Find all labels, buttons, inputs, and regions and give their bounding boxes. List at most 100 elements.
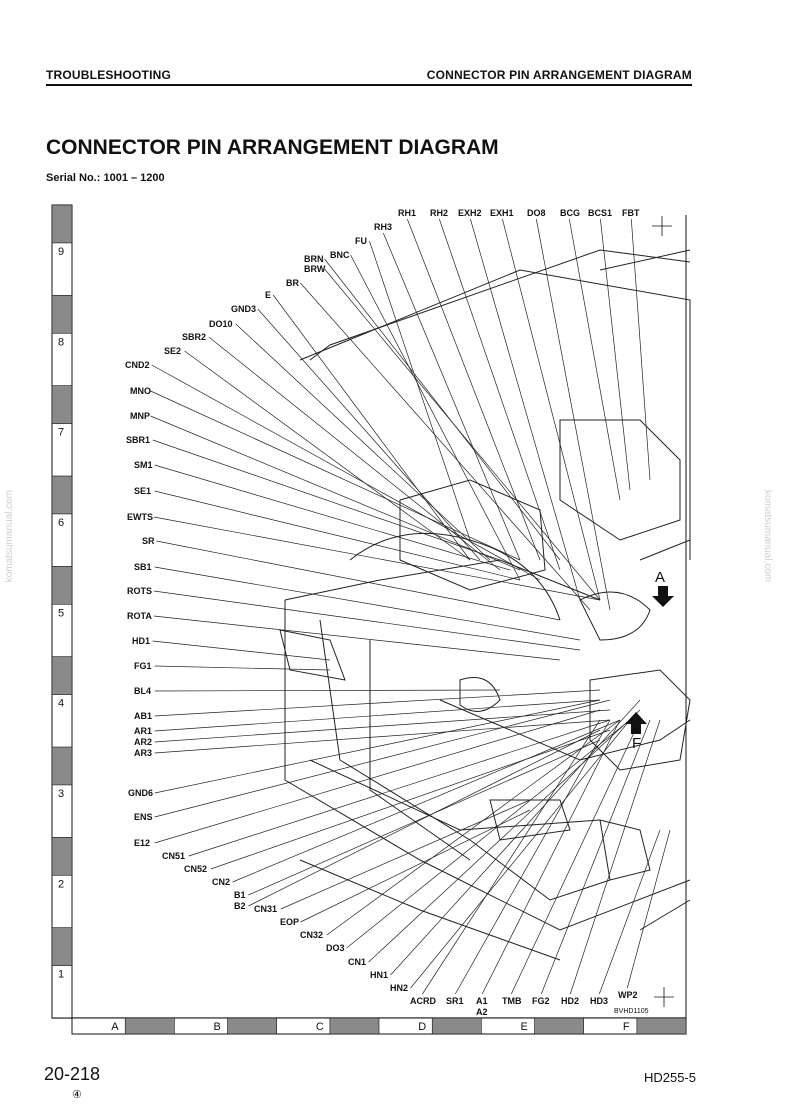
view-marker-f: F <box>632 735 641 752</box>
leader-line <box>406 218 541 561</box>
connector-label-ar3: AR3 <box>134 748 152 758</box>
connector-label-cn52: CN52 <box>184 864 207 874</box>
model-number: HD255-5 <box>643 1070 696 1085</box>
leader-line <box>153 516 601 601</box>
connector-label-do10: DO10 <box>209 319 233 329</box>
connector-label-ab1: AB1 <box>134 711 152 721</box>
row-ruler-shade <box>51 837 73 876</box>
leader-line <box>300 282 591 611</box>
outline-stroke <box>309 249 691 361</box>
leader-line <box>188 719 611 857</box>
connector-label-ar2: AR2 <box>134 737 152 747</box>
col-label-B: B <box>214 1021 221 1033</box>
outline-stroke <box>599 249 691 271</box>
leader-line <box>510 719 641 995</box>
connector-label-gnd3: GND3 <box>231 304 256 314</box>
topic-header: CONNECTOR PIN ARRANGEMENT DIAGRAM <box>426 68 692 82</box>
outline-stroke <box>639 539 691 561</box>
connector-label-fu: FU <box>355 236 367 246</box>
leader-line <box>630 218 651 481</box>
watermark-right: komatsumanual.com <box>762 490 773 583</box>
page-number: 20-218 <box>44 1064 101 1084</box>
leader-line <box>154 699 601 794</box>
connector-label-fg1: FG1 <box>134 661 152 671</box>
connector-label-bcs1: BCS1 <box>588 208 612 218</box>
connector-label-cn51: CN51 <box>162 851 185 861</box>
connector-label-hd2: HD2 <box>561 996 579 1006</box>
col-label-F: F <box>623 1021 630 1033</box>
connector-label-rh1: RH1 <box>398 208 416 218</box>
connector-label-a1: A1 <box>476 996 488 1006</box>
row-ruler-shade <box>51 746 73 786</box>
row-label-3: 3 <box>58 788 64 800</box>
col-ruler-shade <box>227 1017 277 1035</box>
leader-line <box>156 540 561 621</box>
connector-label-b2: B2 <box>234 901 246 911</box>
leader-lines-bottom <box>422 719 671 995</box>
leader-line <box>184 350 471 561</box>
connector-label-sm1: SM1 <box>134 460 153 470</box>
outline-stroke <box>309 759 601 831</box>
connector-label-bcg: BCG <box>560 208 580 218</box>
outline-stroke <box>399 479 546 591</box>
leader-line <box>422 719 601 995</box>
leader-line <box>382 232 521 561</box>
leader-line <box>154 699 601 732</box>
connector-label-hn1: HN1 <box>370 970 388 980</box>
connector-label-ewts: EWTS <box>127 512 153 522</box>
leader-line <box>470 218 581 601</box>
outline-stroke <box>489 799 571 841</box>
leader-line <box>248 729 601 907</box>
figure-code: BVHD1105 <box>614 1008 649 1015</box>
leader-line <box>154 689 501 692</box>
row-label-8: 8 <box>58 336 64 348</box>
leader-line <box>154 665 331 671</box>
col-label-E: E <box>521 1021 528 1033</box>
leader-line <box>152 640 331 661</box>
outline-stroke <box>284 600 691 931</box>
row-ruler-shade <box>51 204 73 244</box>
leader-line <box>481 719 621 995</box>
leader-line <box>390 699 641 976</box>
connector-label-mno: MNO <box>130 386 151 396</box>
connector-label-rh2: RH2 <box>430 208 448 218</box>
col-label-A: A <box>111 1021 119 1033</box>
leader-line <box>154 490 521 581</box>
connector-label-exh2: EXH2 <box>458 208 482 218</box>
connector-label-wp2: WP2 <box>618 990 638 1000</box>
leader-line <box>324 258 561 561</box>
leader-line <box>151 364 541 581</box>
leader-line <box>152 439 501 561</box>
connector-label-se1: SE1 <box>134 486 151 496</box>
leader-line <box>154 709 611 743</box>
outline-stroke <box>439 699 691 761</box>
connector-label-bl4: BL4 <box>134 686 151 696</box>
row-label-9: 9 <box>58 246 64 258</box>
leader-line <box>153 615 561 661</box>
connector-label-hd1: HD1 <box>132 636 150 646</box>
leader-line <box>368 709 641 963</box>
leader-line <box>540 719 651 995</box>
row-ruler-shade <box>51 295 73 334</box>
connector-label-cn32: CN32 <box>300 930 323 940</box>
connector-label-ar1: AR1 <box>134 726 152 736</box>
leader-line <box>153 590 581 651</box>
leader-line <box>154 566 581 641</box>
connector-label-mnp: MNP <box>130 411 150 421</box>
leader-line <box>598 829 661 995</box>
section-header: TROUBLESHOOTING <box>46 68 171 82</box>
leader-line <box>626 829 671 989</box>
leader-line <box>257 308 481 561</box>
row-label-6: 6 <box>58 517 64 529</box>
connector-label-fbt: FBT <box>622 208 640 218</box>
connector-label-brn: BRN <box>304 254 324 264</box>
header-rule <box>46 84 692 86</box>
leader-line <box>154 699 611 818</box>
arrow-up-icon <box>625 712 647 734</box>
outline-stroke <box>299 859 561 961</box>
leader-line <box>154 719 611 754</box>
connector-label-cn1: CN1 <box>348 957 366 967</box>
connector-label-brw: BRW <box>304 264 326 274</box>
connector-label-cnd2: CND2 <box>125 360 150 370</box>
